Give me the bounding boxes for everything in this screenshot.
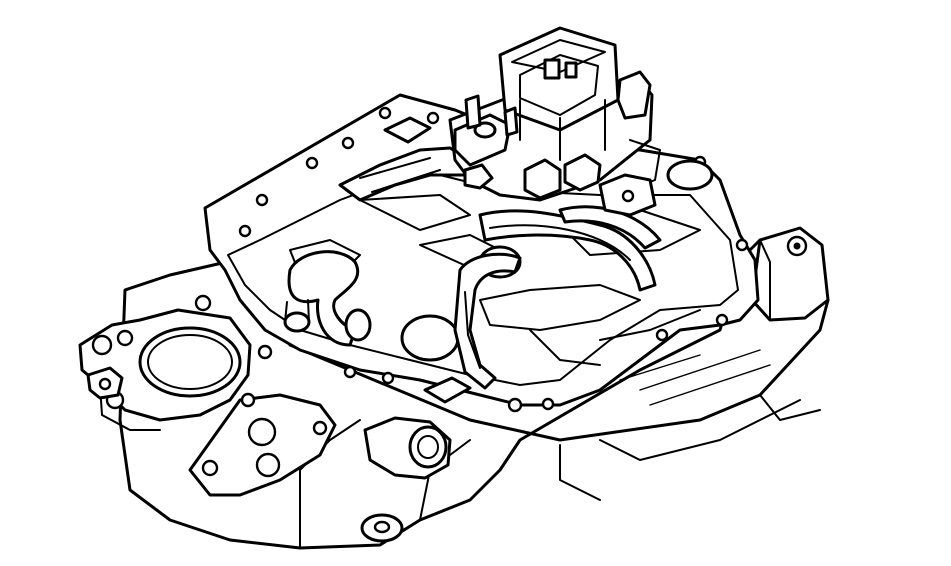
left-front-flange: [78, 294, 252, 431]
ring-boss: [138, 326, 242, 398]
terminal-pin: [503, 106, 519, 137]
gasket-slot: [383, 116, 432, 144]
bolt-hole: [91, 334, 113, 356]
curved-tube: [283, 250, 372, 347]
retaining-clip: [616, 70, 652, 120]
electrical-connector: [448, 26, 661, 202]
gasket-slot: [423, 376, 472, 404]
lower-bracket: [188, 392, 337, 497]
lower-bolt: [360, 513, 404, 543]
wire-harness: [338, 146, 662, 390]
lower-elbow-fitting: [363, 416, 452, 480]
right-mounting-lug: [750, 226, 830, 322]
terminal-pin: [464, 94, 482, 130]
harness-bracket: [598, 173, 657, 217]
accumulator-bore: [400, 314, 460, 362]
